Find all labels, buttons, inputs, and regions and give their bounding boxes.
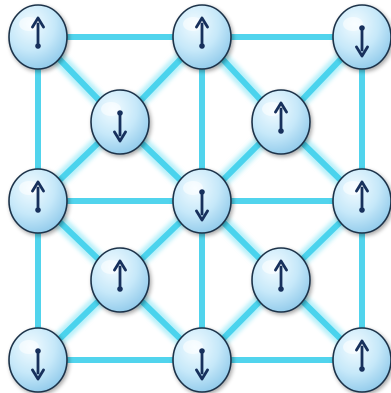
spin-site: [91, 90, 149, 154]
spin-site: [9, 5, 67, 69]
spin-site: [173, 328, 231, 392]
spin-site: [333, 5, 391, 69]
spin-site: [173, 5, 231, 69]
spin-site: [252, 248, 310, 312]
spin-site: [91, 248, 149, 312]
spin-site: [173, 169, 231, 233]
spin-site: [9, 169, 67, 233]
spin-site: [252, 90, 310, 154]
spin-site: [9, 328, 67, 392]
spin-site: [333, 169, 391, 233]
spin-site: [333, 328, 391, 392]
